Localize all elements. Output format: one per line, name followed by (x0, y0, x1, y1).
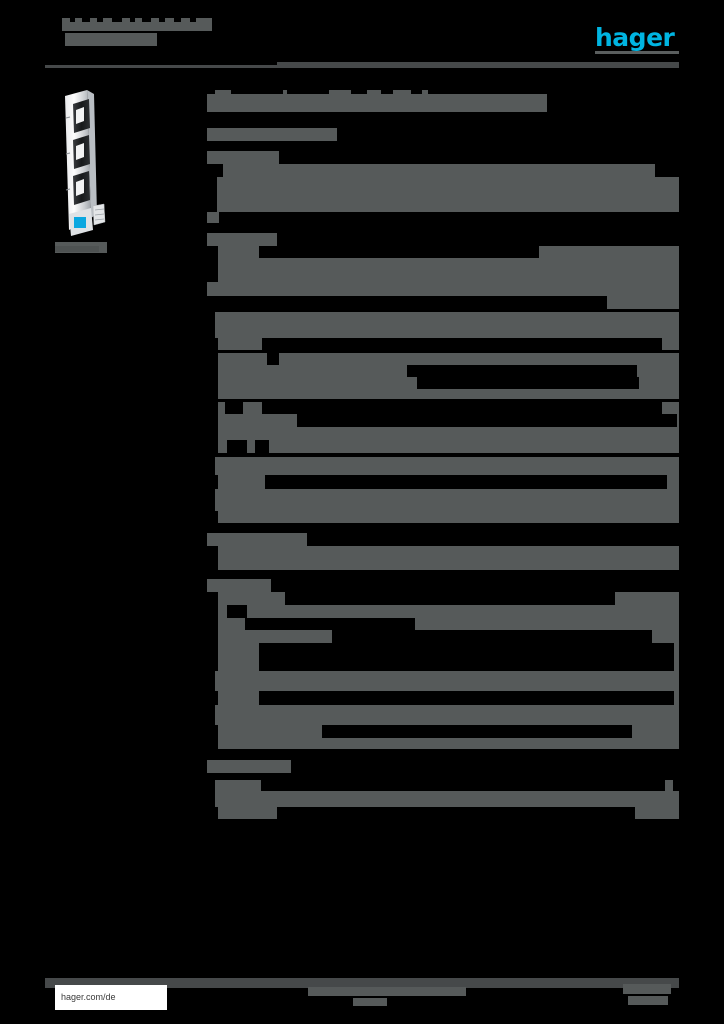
table-row (207, 203, 679, 212)
spec-section (207, 233, 679, 309)
product-image (57, 88, 107, 236)
table-row (207, 738, 679, 749)
table-row (207, 705, 679, 725)
page-header: hager (0, 0, 724, 70)
table-row (207, 402, 679, 414)
header-title-line-2 (62, 33, 157, 46)
spec-section (207, 312, 679, 350)
hager-logo: hager (595, 23, 679, 54)
table-row (207, 511, 679, 523)
footer-center-line-3 (394, 987, 466, 996)
footer-center (308, 987, 466, 1006)
table-row (207, 365, 679, 377)
table-row (207, 559, 679, 570)
table-row (207, 657, 679, 671)
table-row (207, 296, 679, 309)
spec-section (207, 457, 679, 523)
logo-underline (595, 51, 679, 54)
table-row (207, 691, 679, 705)
website-link[interactable]: hager.com/de (61, 992, 116, 1002)
table-row (207, 630, 679, 643)
main-content (207, 88, 679, 819)
table-row (207, 270, 679, 282)
page-title (207, 90, 547, 112)
page-footer: hager.com/de (45, 978, 679, 1014)
spec-section (207, 780, 679, 819)
table-row (207, 177, 679, 190)
table-row (207, 377, 679, 389)
section-heading (207, 151, 279, 164)
table-row (207, 414, 679, 427)
table-row (207, 427, 679, 440)
footer-center-line-2 (353, 998, 387, 1006)
page-subtitle (207, 128, 337, 141)
table-row (207, 489, 679, 511)
table-row (207, 312, 679, 325)
table-row (207, 671, 679, 691)
section-heading (207, 533, 307, 546)
hager-logo-text: hager (595, 23, 675, 52)
table-row (207, 457, 679, 475)
section-heading (207, 233, 277, 246)
section-heading (207, 579, 271, 592)
spec-section (207, 151, 679, 223)
table-row (207, 780, 679, 791)
table-row (207, 246, 679, 258)
table-row (207, 592, 679, 605)
footer-divider (45, 978, 679, 988)
product-caption-line-2 (55, 246, 99, 252)
table-row (207, 389, 679, 399)
table-row (207, 807, 679, 819)
header-divider (45, 62, 679, 68)
footer-right-line-2 (628, 996, 668, 1005)
spec-section (207, 353, 679, 399)
spec-section (207, 402, 679, 453)
table-row (207, 338, 679, 350)
table-row (207, 353, 679, 365)
table-row (207, 725, 679, 738)
footer-right-line-1 (623, 984, 671, 994)
table-row (207, 164, 679, 177)
table-row (207, 258, 679, 270)
spec-section (207, 533, 679, 570)
table-row (207, 212, 679, 223)
header-divider-notch (45, 62, 277, 65)
table-row (207, 190, 679, 203)
website-box[interactable]: hager.com/de (55, 985, 167, 1010)
spec-section (207, 760, 679, 773)
table-row (207, 605, 679, 618)
product-illustration (65, 90, 106, 236)
table-row (207, 440, 679, 453)
header-title-block (62, 18, 214, 48)
footer-right (623, 984, 671, 1005)
spec-section (207, 579, 679, 749)
table-row (207, 643, 679, 657)
table-row (207, 546, 679, 559)
footer-center-line-1 (308, 987, 416, 996)
table-row (207, 618, 679, 630)
table-row (207, 325, 679, 338)
table-row (207, 475, 679, 489)
section-heading (207, 760, 291, 773)
table-row (207, 282, 679, 296)
table-row (207, 791, 679, 807)
